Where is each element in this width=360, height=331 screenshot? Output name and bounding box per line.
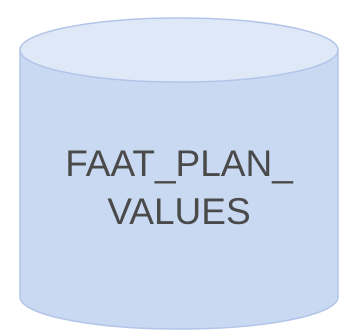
database-label: FAAT_PLAN_ VALUES [20, 140, 338, 236]
database-name-line-1: FAAT_PLAN_ [65, 143, 293, 184]
cylinder-top [19, 17, 339, 83]
cylinder-body [19, 49, 339, 330]
database-name-line-2: VALUES [107, 191, 251, 232]
